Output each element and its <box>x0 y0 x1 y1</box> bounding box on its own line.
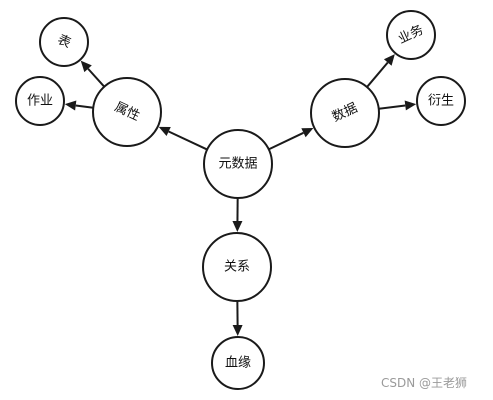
node-lineage-label: 血缘 <box>225 356 251 371</box>
edge-attribute-to-job <box>75 104 94 109</box>
node-job-circle <box>15 76 65 126</box>
edges-layer <box>64 54 417 337</box>
edge-metadata-to-attribute <box>168 130 208 151</box>
node-metadata: 元数据 <box>203 129 273 199</box>
arrowhead-metadata-to-attribute <box>158 126 171 137</box>
node-data: 数据 <box>310 78 380 148</box>
node-relation-circle <box>202 232 272 302</box>
watermark-text: CSDN @王老狮 <box>381 376 468 390</box>
node-attribute: 属性 <box>92 77 162 147</box>
edge-data-to-business <box>366 61 389 88</box>
node-lineage: 血缘 <box>211 336 265 390</box>
arrowhead-metadata-to-relation <box>232 220 243 233</box>
node-job-label: 作业 <box>27 94 53 109</box>
node-business: 业务 <box>386 10 436 60</box>
node-metadata-circle <box>203 129 273 199</box>
node-business-circle <box>386 10 436 60</box>
node-derived-circle <box>416 76 466 126</box>
edge-metadata-to-data <box>268 131 304 151</box>
arrowhead-metadata-to-data <box>301 128 314 138</box>
edge-data-to-derived <box>378 104 406 110</box>
edge-attribute-to-table <box>87 68 105 88</box>
node-table-circle <box>39 17 89 67</box>
node-job: 作业 <box>15 76 65 126</box>
arrowhead-data-to-derived <box>404 100 417 111</box>
node-table: 表 <box>39 17 89 67</box>
arrowhead-data-to-business <box>383 54 395 66</box>
node-table-label: 表 <box>55 32 73 51</box>
node-data-circle <box>310 78 380 148</box>
node-relation-label: 关系 <box>224 260 250 275</box>
arrowhead-attribute-to-job <box>64 100 77 111</box>
node-attribute-circle <box>92 77 162 147</box>
node-relation: 关系 <box>202 232 272 302</box>
node-derived: 衍生 <box>416 76 466 126</box>
node-lineage-circle <box>211 336 265 390</box>
node-metadata-label: 元数据 <box>218 157 257 172</box>
node-derived-label: 衍生 <box>428 94 454 109</box>
arrowhead-relation-to-lineage <box>232 324 243 337</box>
arrowhead-attribute-to-table <box>80 60 92 73</box>
